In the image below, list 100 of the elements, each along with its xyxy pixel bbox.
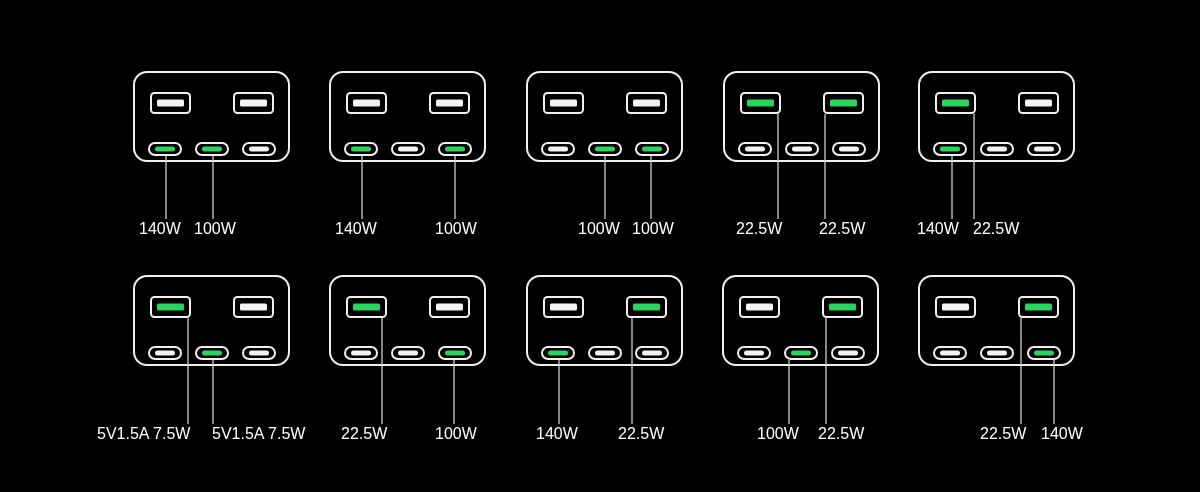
usb-a-port-icon [626, 296, 667, 318]
leader-line [604, 155, 606, 220]
usb-a-port-icon [429, 92, 470, 114]
leader-line [824, 113, 826, 220]
power-label: 140W [139, 219, 181, 238]
usb-a-port-icon [150, 92, 191, 114]
usb-c-port-icon [933, 142, 967, 156]
leader-line [973, 113, 975, 220]
leader-line [361, 155, 363, 220]
power-label: 100W [578, 219, 620, 238]
usb-c-port-icon [737, 346, 771, 360]
power-label: 100W [632, 219, 674, 238]
usb-c-port-icon [635, 142, 669, 156]
power-label: 100W [435, 219, 477, 238]
usb-a-port-icon [823, 92, 864, 114]
usb-a-port-icon [822, 296, 863, 318]
usb-a-port-icon [543, 296, 584, 318]
usb-c-port-icon [391, 346, 425, 360]
leader-line [777, 113, 779, 220]
usb-c-port-icon [738, 142, 772, 156]
usb-c-port-icon [1027, 142, 1061, 156]
usb-c-port-icon [541, 346, 575, 360]
usb-a-port-icon [233, 296, 274, 318]
power-label: 100W [757, 424, 799, 443]
usb-a-port-icon [233, 92, 274, 114]
power-label: 5V1.5A 7.5W [97, 424, 191, 443]
usb-c-port-icon [242, 142, 276, 156]
usb-a-port-icon [739, 296, 780, 318]
usb-a-port-icon [346, 92, 387, 114]
power-label: 140W [917, 219, 959, 238]
charger-panel [918, 275, 1075, 366]
usb-a-port-icon [935, 92, 976, 114]
usb-c-port-icon [148, 346, 182, 360]
usb-a-port-icon [150, 296, 191, 318]
charger-panel [526, 275, 683, 366]
leader-line [212, 155, 214, 220]
usb-c-port-icon [635, 346, 669, 360]
charger-panel [133, 275, 290, 366]
charger-panel [526, 71, 683, 162]
usb-c-port-icon [344, 142, 378, 156]
usb-c-port-icon [784, 346, 818, 360]
charger-panel [918, 71, 1075, 162]
usb-c-port-icon [980, 346, 1014, 360]
leader-line [1053, 359, 1055, 425]
leader-line [454, 155, 456, 220]
power-label: 100W [435, 424, 477, 443]
leader-line [165, 155, 167, 220]
leader-line [650, 155, 652, 220]
leader-line [825, 317, 827, 425]
usb-c-port-icon [391, 142, 425, 156]
usb-c-port-icon [785, 142, 819, 156]
leader-line [558, 359, 560, 425]
power-label: 22.5W [818, 424, 865, 443]
leader-line [453, 359, 455, 425]
leader-line [631, 317, 633, 425]
leader-line [381, 317, 383, 425]
usb-a-port-icon [346, 296, 387, 318]
power-label: 22.5W [973, 219, 1020, 238]
leader-line [187, 317, 189, 425]
power-label: 22.5W [980, 424, 1027, 443]
usb-c-port-icon [831, 346, 865, 360]
usb-c-port-icon [148, 142, 182, 156]
power-label: 22.5W [819, 219, 866, 238]
power-label: 22.5W [341, 424, 388, 443]
leader-line [788, 359, 790, 425]
usb-a-port-icon [429, 296, 470, 318]
usb-a-port-icon [626, 92, 667, 114]
usb-a-port-icon [935, 296, 976, 318]
charger-panel [133, 71, 290, 162]
usb-c-port-icon [980, 142, 1014, 156]
usb-c-port-icon [242, 346, 276, 360]
usb-c-port-icon [344, 346, 378, 360]
charger-panel [722, 275, 879, 366]
power-label: 140W [335, 219, 377, 238]
charger-panel [723, 71, 880, 162]
usb-c-port-icon [832, 142, 866, 156]
power-label: 22.5W [736, 219, 783, 238]
usb-a-port-icon [1018, 296, 1059, 318]
usb-c-port-icon [438, 142, 472, 156]
charger-panel [329, 275, 486, 366]
usb-a-port-icon [740, 92, 781, 114]
usb-c-port-icon [195, 346, 229, 360]
usb-c-port-icon [588, 346, 622, 360]
usb-c-port-icon [588, 142, 622, 156]
leader-line [212, 359, 214, 425]
charger-panel [329, 71, 486, 162]
usb-c-port-icon [195, 142, 229, 156]
usb-c-port-icon [933, 346, 967, 360]
usb-c-port-icon [438, 346, 472, 360]
usb-c-port-icon [1027, 346, 1061, 360]
power-label: 22.5W [618, 424, 665, 443]
power-label: 140W [536, 424, 578, 443]
leader-line [1020, 317, 1022, 425]
power-label: 5V1.5A 7.5W [212, 424, 306, 443]
usb-c-port-icon [541, 142, 575, 156]
power-label: 100W [194, 219, 236, 238]
usb-a-port-icon [1018, 92, 1059, 114]
power-label: 140W [1041, 424, 1083, 443]
leader-line [951, 155, 953, 220]
usb-a-port-icon [543, 92, 584, 114]
